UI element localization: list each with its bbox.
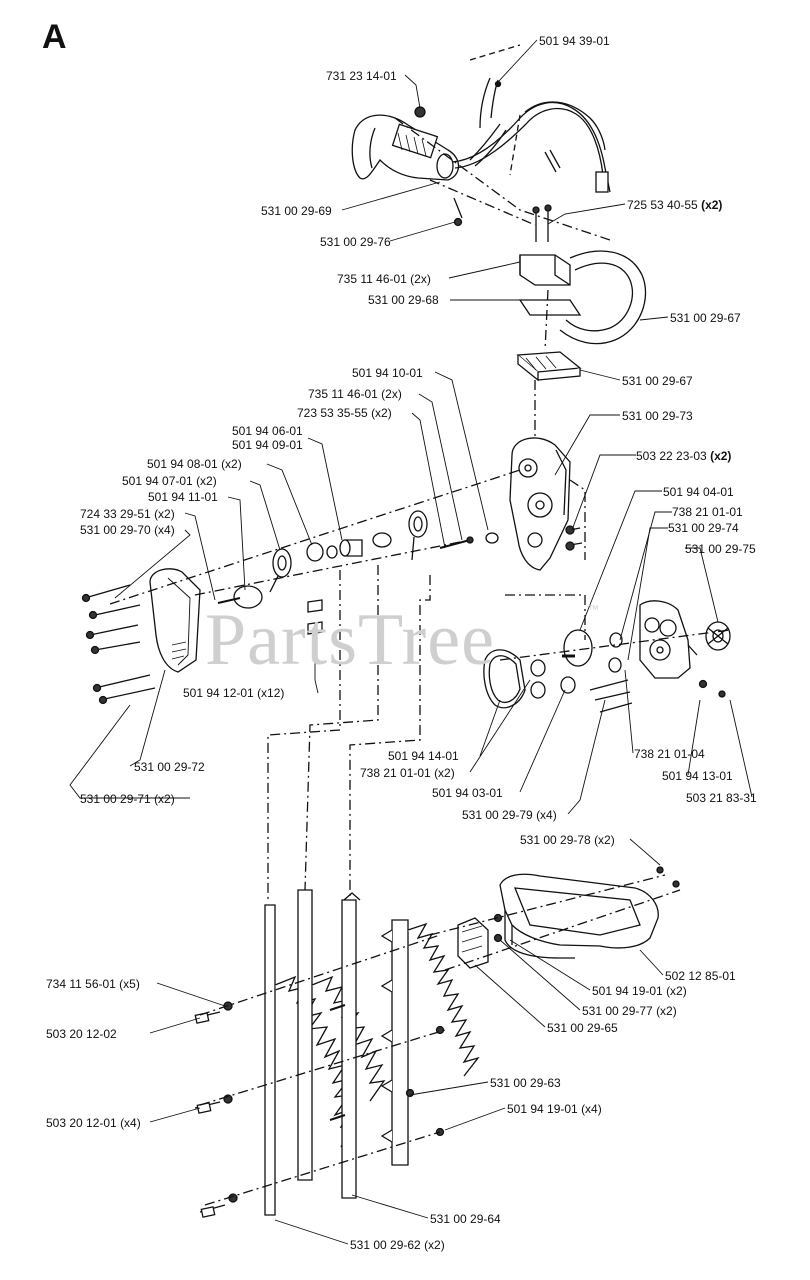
part-label: 531 00 29-68: [368, 293, 439, 307]
part-label: 734 11 56-01 (x5): [46, 977, 140, 991]
gear-housing-part: [509, 437, 571, 571]
gearbox-cover-part: [149, 568, 201, 673]
blade-bar-part: [341, 892, 361, 1199]
part-label: 503 20 12-01 (x4): [46, 1116, 141, 1130]
part-label: 501 94 06-01: [232, 424, 303, 438]
part-label: 531 00 29-64: [430, 1212, 501, 1226]
part-label: 531 00 29-67: [670, 311, 741, 325]
leader-lines: [69, 39, 753, 1245]
blade-bolts-part: [194, 1001, 445, 1218]
part-label: 501 94 09-01: [232, 438, 303, 452]
part-label: 501 94 39-01: [539, 34, 610, 48]
section-letter: A: [42, 18, 67, 56]
part-label: 531 00 29-76: [320, 235, 391, 249]
part-label: 531 00 29-79 (x4): [462, 808, 557, 822]
part-label: 531 00 29-71 (x2): [80, 792, 175, 806]
part-label: 501 94 04-01: [663, 485, 734, 499]
part-label: 531 00 29-69: [261, 204, 332, 218]
part-number: 725 53 40-55: [627, 198, 698, 212]
part-label: 503 21 83-31: [686, 791, 757, 805]
part-label: 501 94 14-01: [388, 749, 459, 763]
blade-right-part: [380, 919, 480, 1166]
throttle-cable-part: [451, 101, 611, 193]
gear-small-part: [217, 510, 499, 635]
part-label: 501 94 19-01 (x2): [592, 984, 687, 998]
part-label: 531 00 29-74: [668, 521, 739, 535]
part-label: 738 21 01-01: [672, 505, 743, 519]
part-label: 531 00 29-77 (x2): [582, 1004, 677, 1018]
drive-wheel-part: [698, 621, 731, 698]
part-label: 531 00 29-67: [622, 374, 693, 388]
cover-screws-part: [81, 584, 156, 705]
part-label: 735 11 46-01 (2x): [337, 272, 431, 286]
part-label: 501 94 07-01 (x2): [122, 474, 217, 488]
blade-guard-part: [499, 873, 659, 959]
part-label: 501 94 03-01: [432, 786, 503, 800]
gear-case-part: [639, 600, 698, 679]
part-label: 724 33 29-51 (x2): [80, 507, 175, 521]
part-quantity: (x2): [701, 198, 723, 212]
part-label: 738 21 01-04: [634, 747, 705, 761]
part-label: 501 94 08-01 (x2): [147, 457, 242, 471]
part-label: 501 94 13-01: [662, 769, 733, 783]
part-label: 501 94 10-01: [352, 366, 423, 380]
part-label: 503 20 12-02: [46, 1027, 117, 1041]
part-label: 531 00 29-73: [622, 409, 693, 423]
part-label: 502 12 85-01: [665, 969, 736, 983]
part-label: 531 00 29-72: [134, 760, 205, 774]
part-label: 531 00 29-78 (x2): [520, 833, 615, 847]
part-label: 531 00 29-75: [685, 542, 756, 556]
part-label: 501 94 11-01: [148, 490, 218, 504]
part-label: 731 23 14-01: [326, 69, 397, 83]
handle-clamp-part: [516, 351, 582, 382]
part-label: 531 00 29-70 (x4): [80, 523, 175, 537]
gear-disc-part: [530, 629, 623, 699]
part-label: 503 22 23-03 (x2): [636, 449, 731, 463]
part-number: 503 22 23-03: [636, 449, 707, 463]
gear-screws-part: [589, 679, 633, 713]
part-label: 531 00 29-62 (x2): [350, 1238, 445, 1252]
part-label: 531 00 29-65: [547, 1021, 618, 1035]
part-label: 723 53 35-55 (x2): [297, 406, 392, 420]
part-label: 531 00 29-63: [490, 1076, 561, 1090]
handle-bracket-part: [518, 204, 582, 316]
loop-handle-part: [559, 250, 647, 345]
part-label: 501 94 19-01 (x4): [507, 1102, 602, 1116]
watermark-text: PartsTree: [205, 599, 495, 681]
rear-handle-part: [351, 114, 460, 181]
part-label: 725 53 40-55 (x2): [627, 198, 722, 212]
part-label: 735 11 46-01 (2x): [308, 387, 402, 401]
part-label: 501 94 12-01 (x12): [183, 686, 285, 700]
wire-part: [469, 44, 521, 129]
part-quantity: (x2): [710, 449, 732, 463]
blade-left-part: [264, 904, 355, 1216]
part-label: 738 21 01-01 (x2): [360, 766, 455, 780]
screw-part: [414, 106, 463, 227]
watermark-trademark: ™: [588, 604, 599, 616]
blade-holder-part: [457, 913, 503, 969]
